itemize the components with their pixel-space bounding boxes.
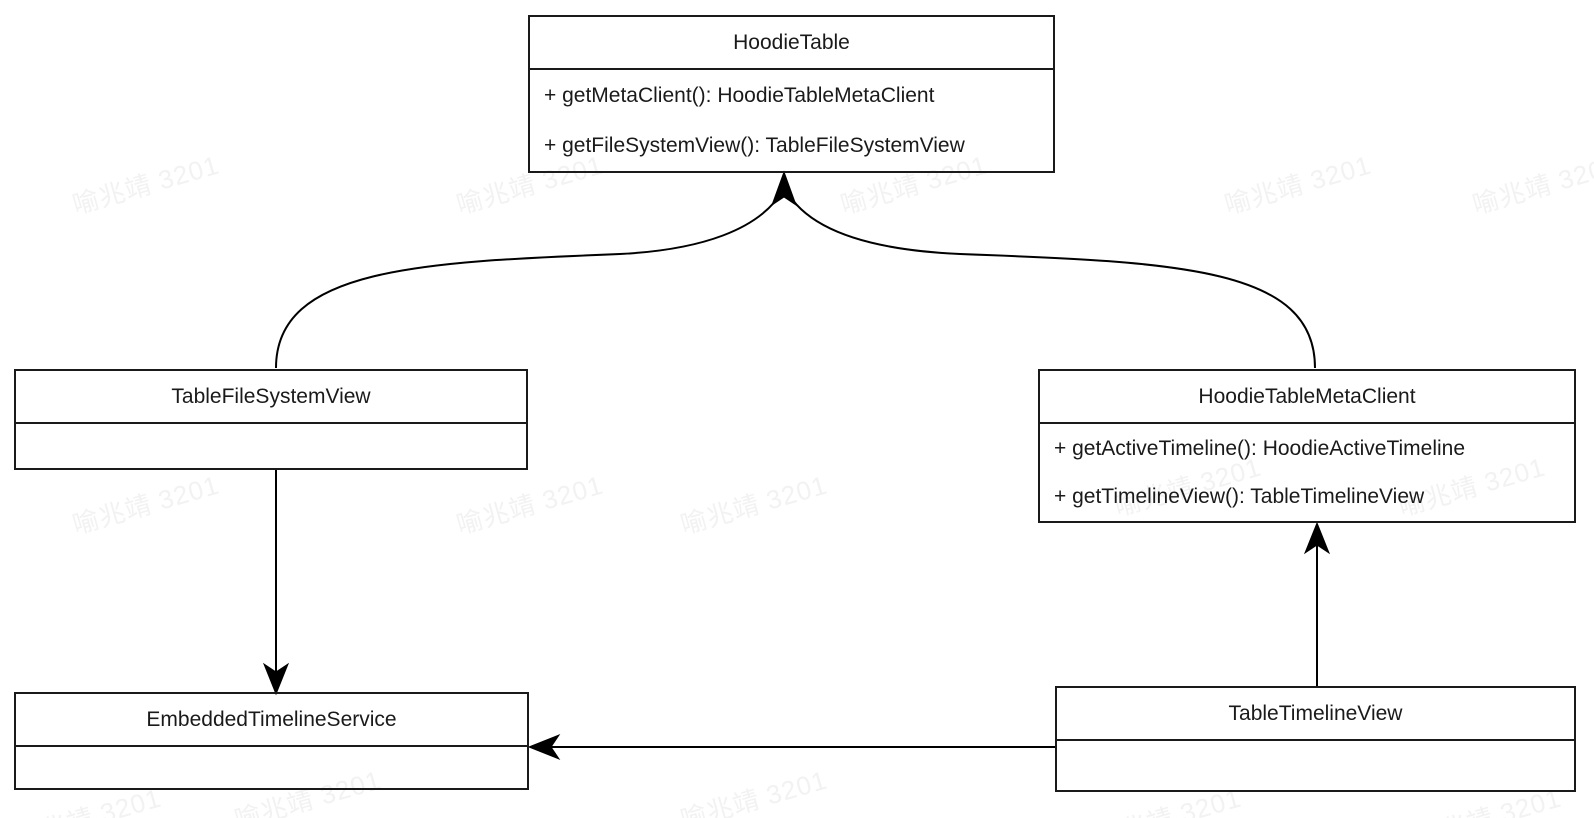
watermark: 喻兆靖 3201 xyxy=(677,469,831,541)
edge-hoodie-table-meta-client-to-hoodie-table xyxy=(785,189,1316,369)
uml-members-table-timeline-view xyxy=(1057,741,1574,790)
uml-class-hoodie-table-meta-client[interactable]: HoodieTableMetaClient + getActiveTimelin… xyxy=(1038,369,1576,523)
uml-class-name-hoodie-table-meta-client: HoodieTableMetaClient xyxy=(1040,371,1574,424)
uml-class-table-timeline-view[interactable]: TableTimelineView xyxy=(1055,686,1576,792)
arrowhead-open-arrow-hoodie-table-meta-client-bottom xyxy=(1303,521,1331,555)
edge-table-file-system-view-to-hoodie-table xyxy=(275,189,784,369)
uml-class-name-table-timeline-view: TableTimelineView xyxy=(1057,688,1574,741)
uml-members-hoodie-table-meta-client: + getActiveTimeline(): HoodieActiveTimel… xyxy=(1040,424,1574,521)
watermark: 喻兆靖 3201 xyxy=(1221,149,1375,221)
uml-class-table-file-system-view[interactable]: TableFileSystemView xyxy=(14,369,528,470)
watermark: 喻兆靖 3201 xyxy=(677,764,831,818)
arrowhead-filled-triangle-hoodie-table xyxy=(771,170,797,207)
uml-class-name-embedded-timeline-service: EmbeddedTimelineService xyxy=(16,694,527,747)
arrowhead-open-arrow-embedded-timeline-service-top xyxy=(262,662,290,696)
uml-member: + getMetaClient(): HoodieTableMetaClient xyxy=(544,83,935,107)
uml-class-name-hoodie-table: HoodieTable xyxy=(530,17,1053,70)
watermark: 喻兆靖 3201 xyxy=(69,149,223,221)
uml-member: + getActiveTimeline(): HoodieActiveTimel… xyxy=(1054,436,1466,460)
uml-member: + getFileSystemView(): TableFileSystemVi… xyxy=(544,134,965,158)
watermark: 喻兆靖 3201 xyxy=(453,469,607,541)
uml-member: + getTimelineView(): TableTimelineView xyxy=(1054,485,1425,509)
arrowhead-open-arrow-embedded-timeline-service-right xyxy=(527,733,561,761)
uml-members-embedded-timeline-service xyxy=(16,747,527,788)
uml-members-hoodie-table: + getMetaClient(): HoodieTableMetaClient… xyxy=(530,70,1053,171)
uml-class-hoodie-table[interactable]: HoodieTable + getMetaClient(): HoodieTab… xyxy=(528,15,1055,173)
uml-members-table-file-system-view xyxy=(16,424,526,468)
watermark: 喻兆靖 3201 xyxy=(69,469,223,541)
uml-class-name-table-file-system-view: TableFileSystemView xyxy=(16,371,526,424)
watermark: 喻兆靖 3201 xyxy=(1469,149,1594,221)
uml-class-embedded-timeline-service[interactable]: EmbeddedTimelineService xyxy=(14,692,529,790)
